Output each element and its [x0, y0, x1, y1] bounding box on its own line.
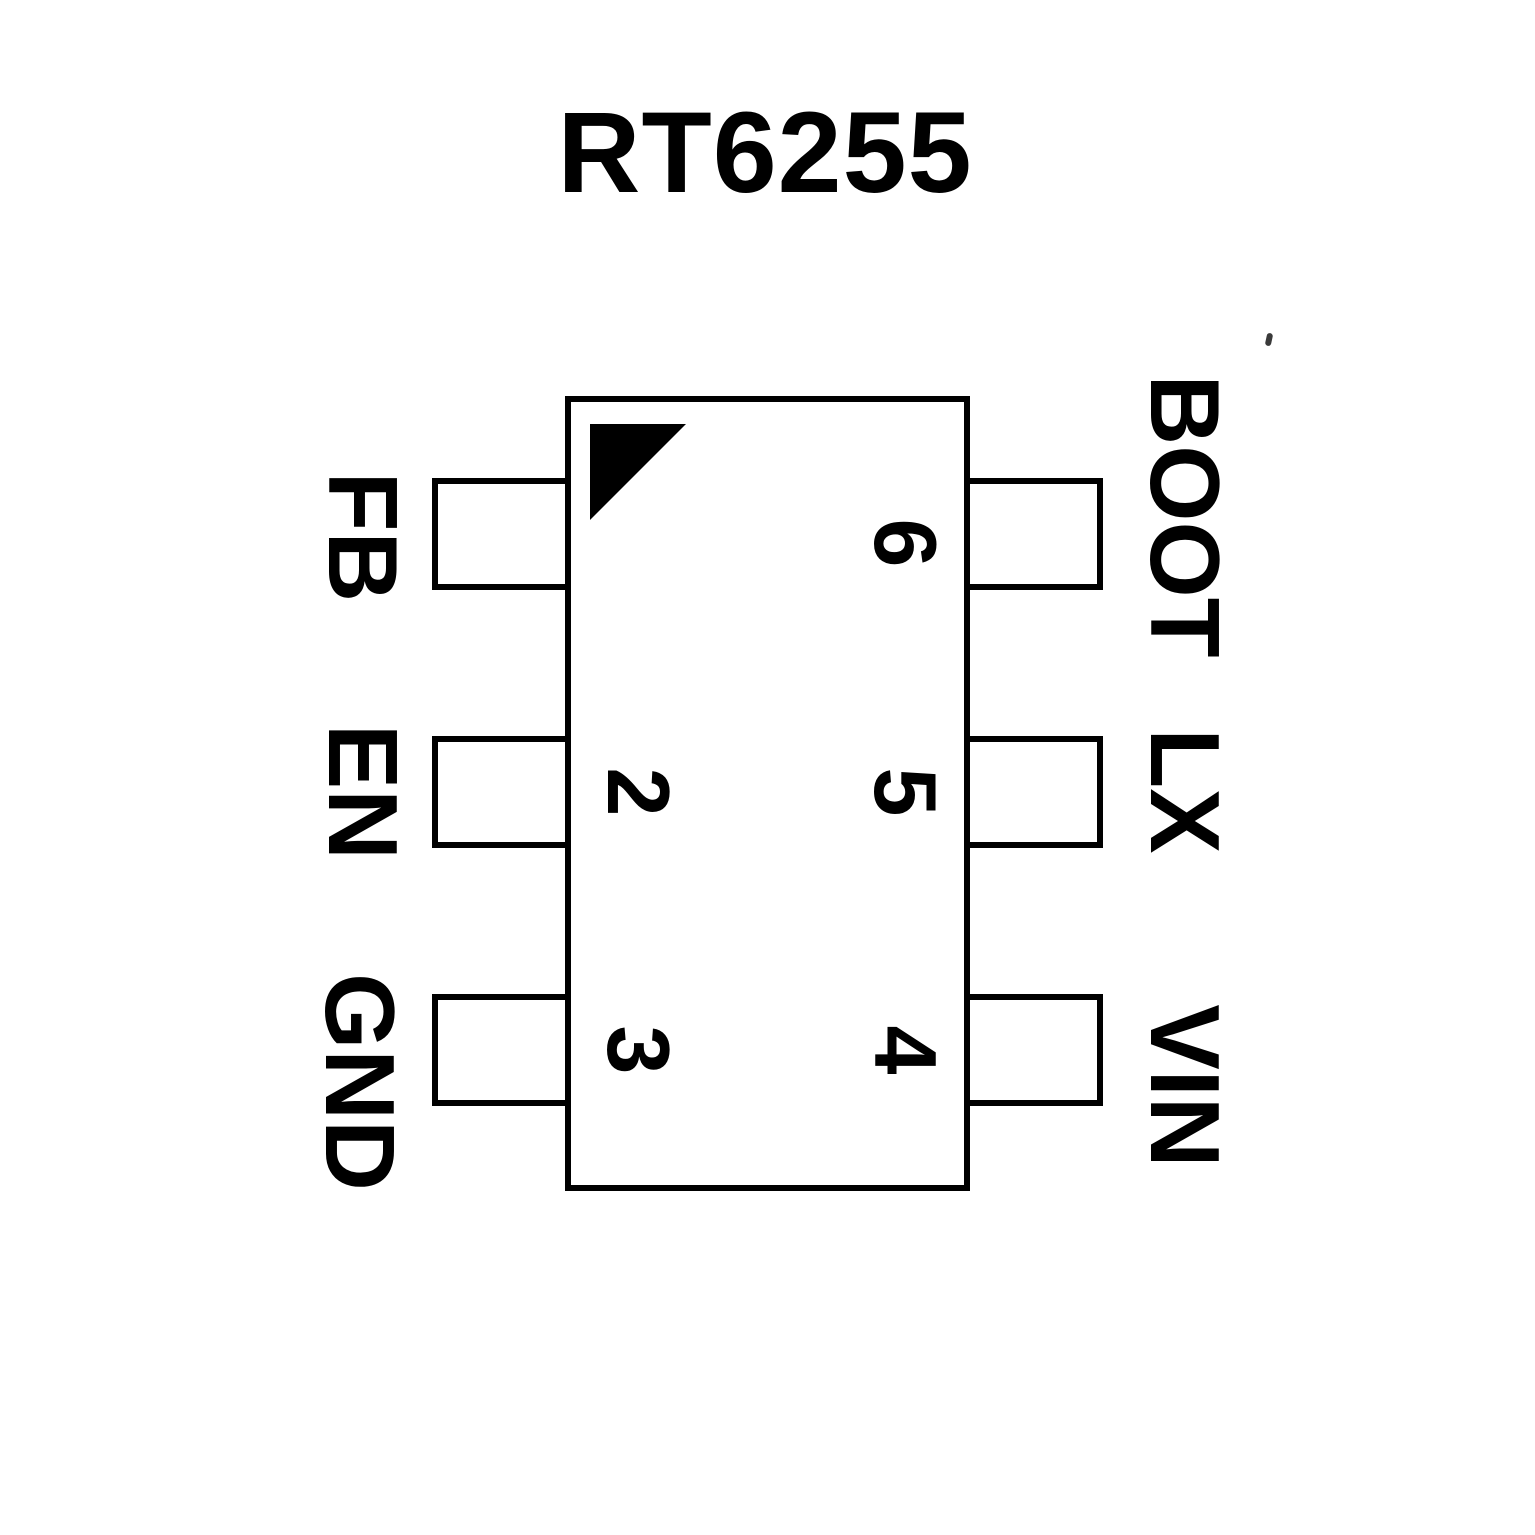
- pin-label-gnd: GND: [305, 973, 415, 1191]
- pin-en: [432, 736, 571, 848]
- pin-label-fb: FB: [308, 471, 418, 603]
- pin-number-boot: 6: [856, 518, 955, 568]
- pin-label-vin: VIN: [1130, 1004, 1240, 1168]
- pin-label-boot: BOOT: [1130, 374, 1240, 658]
- page-title: RT6255: [557, 89, 973, 217]
- pin-vin: [964, 994, 1103, 1106]
- pin-gnd: [432, 994, 571, 1106]
- pin-boot: [964, 478, 1103, 590]
- pin-lx: [964, 736, 1103, 848]
- pin-fb: [432, 478, 571, 590]
- pin-number-en: 2: [589, 767, 688, 817]
- pin-number-vin: 4: [856, 1025, 955, 1075]
- stray-mark: [1264, 332, 1274, 347]
- pin-label-lx: LX: [1130, 728, 1240, 854]
- pin-number-lx: 5: [856, 767, 955, 817]
- pin-label-en: EN: [308, 723, 418, 861]
- pin-number-gnd: 3: [589, 1025, 688, 1075]
